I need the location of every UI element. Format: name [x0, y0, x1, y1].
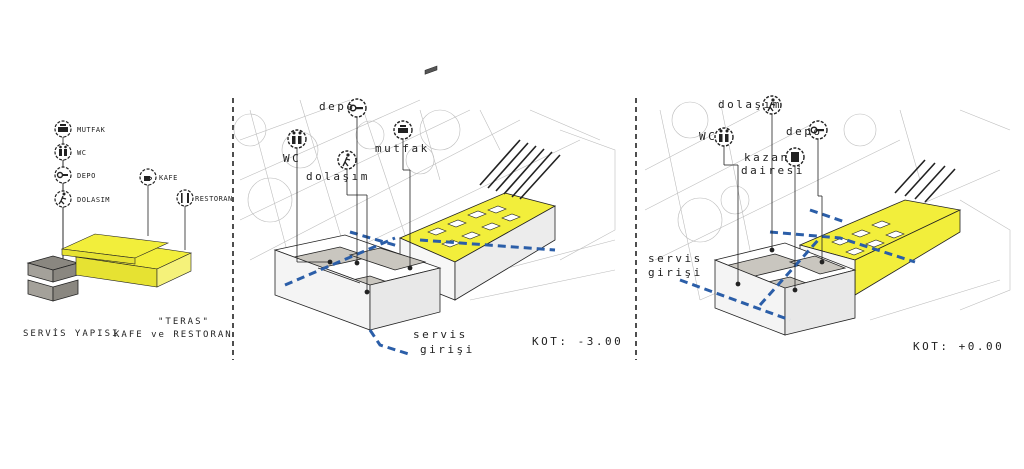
- wc-icon: [54, 143, 72, 161]
- legend-label-dolasim: DOLASIM: [77, 196, 110, 204]
- legend-label-depo: DEPO: [77, 172, 96, 180]
- storage-icon: [347, 98, 367, 118]
- cafe-icon: [139, 168, 157, 186]
- label-wc: WC: [699, 130, 717, 143]
- service-entrance-label-2: girişi: [648, 266, 703, 279]
- lower-circulation-paths: [284, 230, 556, 357]
- upper-circulation-paths: [679, 208, 916, 322]
- legend-panel: MUTFAK WC DEPO DOLASIM KAFE: [23, 120, 233, 340]
- label-depo: depo: [786, 125, 823, 138]
- circulation-icon: [54, 190, 72, 208]
- level-label: KOT: -3.00: [532, 335, 623, 348]
- storage-icon: [54, 166, 72, 184]
- service-entrance-label-1: servis: [648, 252, 703, 265]
- label-wc: WC: [283, 152, 301, 165]
- level-label: KOT: +0.00: [913, 340, 1004, 353]
- service-block: [26, 255, 80, 302]
- label-mutfak: mutfak: [375, 142, 430, 155]
- cafe-restaurant-label: KAFE ve RESTORAN: [114, 330, 233, 340]
- legend-label-restoran: RESTORAN: [195, 195, 233, 203]
- label-dolasim: dolaşım: [718, 98, 782, 111]
- label-dairesi: dairesi: [741, 164, 805, 177]
- plan-upper-panel: dolaşım WC depo kazan dairesi servis gir…: [644, 95, 1011, 353]
- storage-icon: [808, 120, 828, 140]
- kitchen-icon: [393, 120, 413, 140]
- label-depo: depo: [319, 100, 356, 113]
- upper-service-block: [713, 242, 857, 336]
- kitchen-icon: [54, 120, 72, 138]
- circulation-icon: [762, 95, 782, 115]
- restaurant-icon: [176, 189, 194, 207]
- wc-icon: [287, 129, 307, 149]
- label-kazan: kazan: [744, 151, 790, 164]
- circulation-icon: [337, 150, 357, 170]
- terrace-quote-label: "TERAS": [158, 317, 210, 327]
- legend-label-wc: WC: [77, 149, 86, 157]
- legend-label-mutfak: MUTFAK: [77, 126, 106, 134]
- lower-service-block: [273, 234, 442, 331]
- legend-label-kafe: KAFE: [159, 174, 178, 182]
- boiler-room-icon: [785, 147, 805, 167]
- service-entrance-label-1: servis: [413, 328, 468, 341]
- label-dolasim: dolaşım: [306, 170, 370, 183]
- plan-lower-panel: depo WC dolaşım mutfak servis girişi KOT…: [233, 65, 623, 357]
- service-structure-label: SERVİS YAPISI: [23, 328, 119, 339]
- terrace-block: [60, 233, 193, 288]
- service-entrance-label-2: girişi: [420, 343, 475, 356]
- wc-icon: [714, 127, 734, 147]
